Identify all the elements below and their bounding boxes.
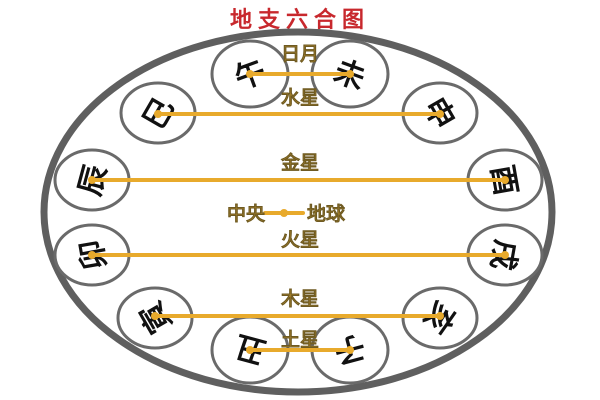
label-jupiter: 木星	[280, 287, 319, 310]
connector-lines	[90, 72, 507, 352]
label-saturn: 土星	[281, 329, 319, 351]
label-sun-moon: 日月	[281, 43, 319, 65]
outer-ring	[40, 28, 556, 396]
label-venus: 金星	[280, 151, 319, 174]
connector-dots	[88, 70, 509, 354]
label-earth: 地球	[307, 202, 346, 225]
label-center: 中央	[227, 202, 266, 225]
label-mercury: 水星	[281, 87, 319, 109]
label-mars: 火星	[281, 229, 319, 251]
